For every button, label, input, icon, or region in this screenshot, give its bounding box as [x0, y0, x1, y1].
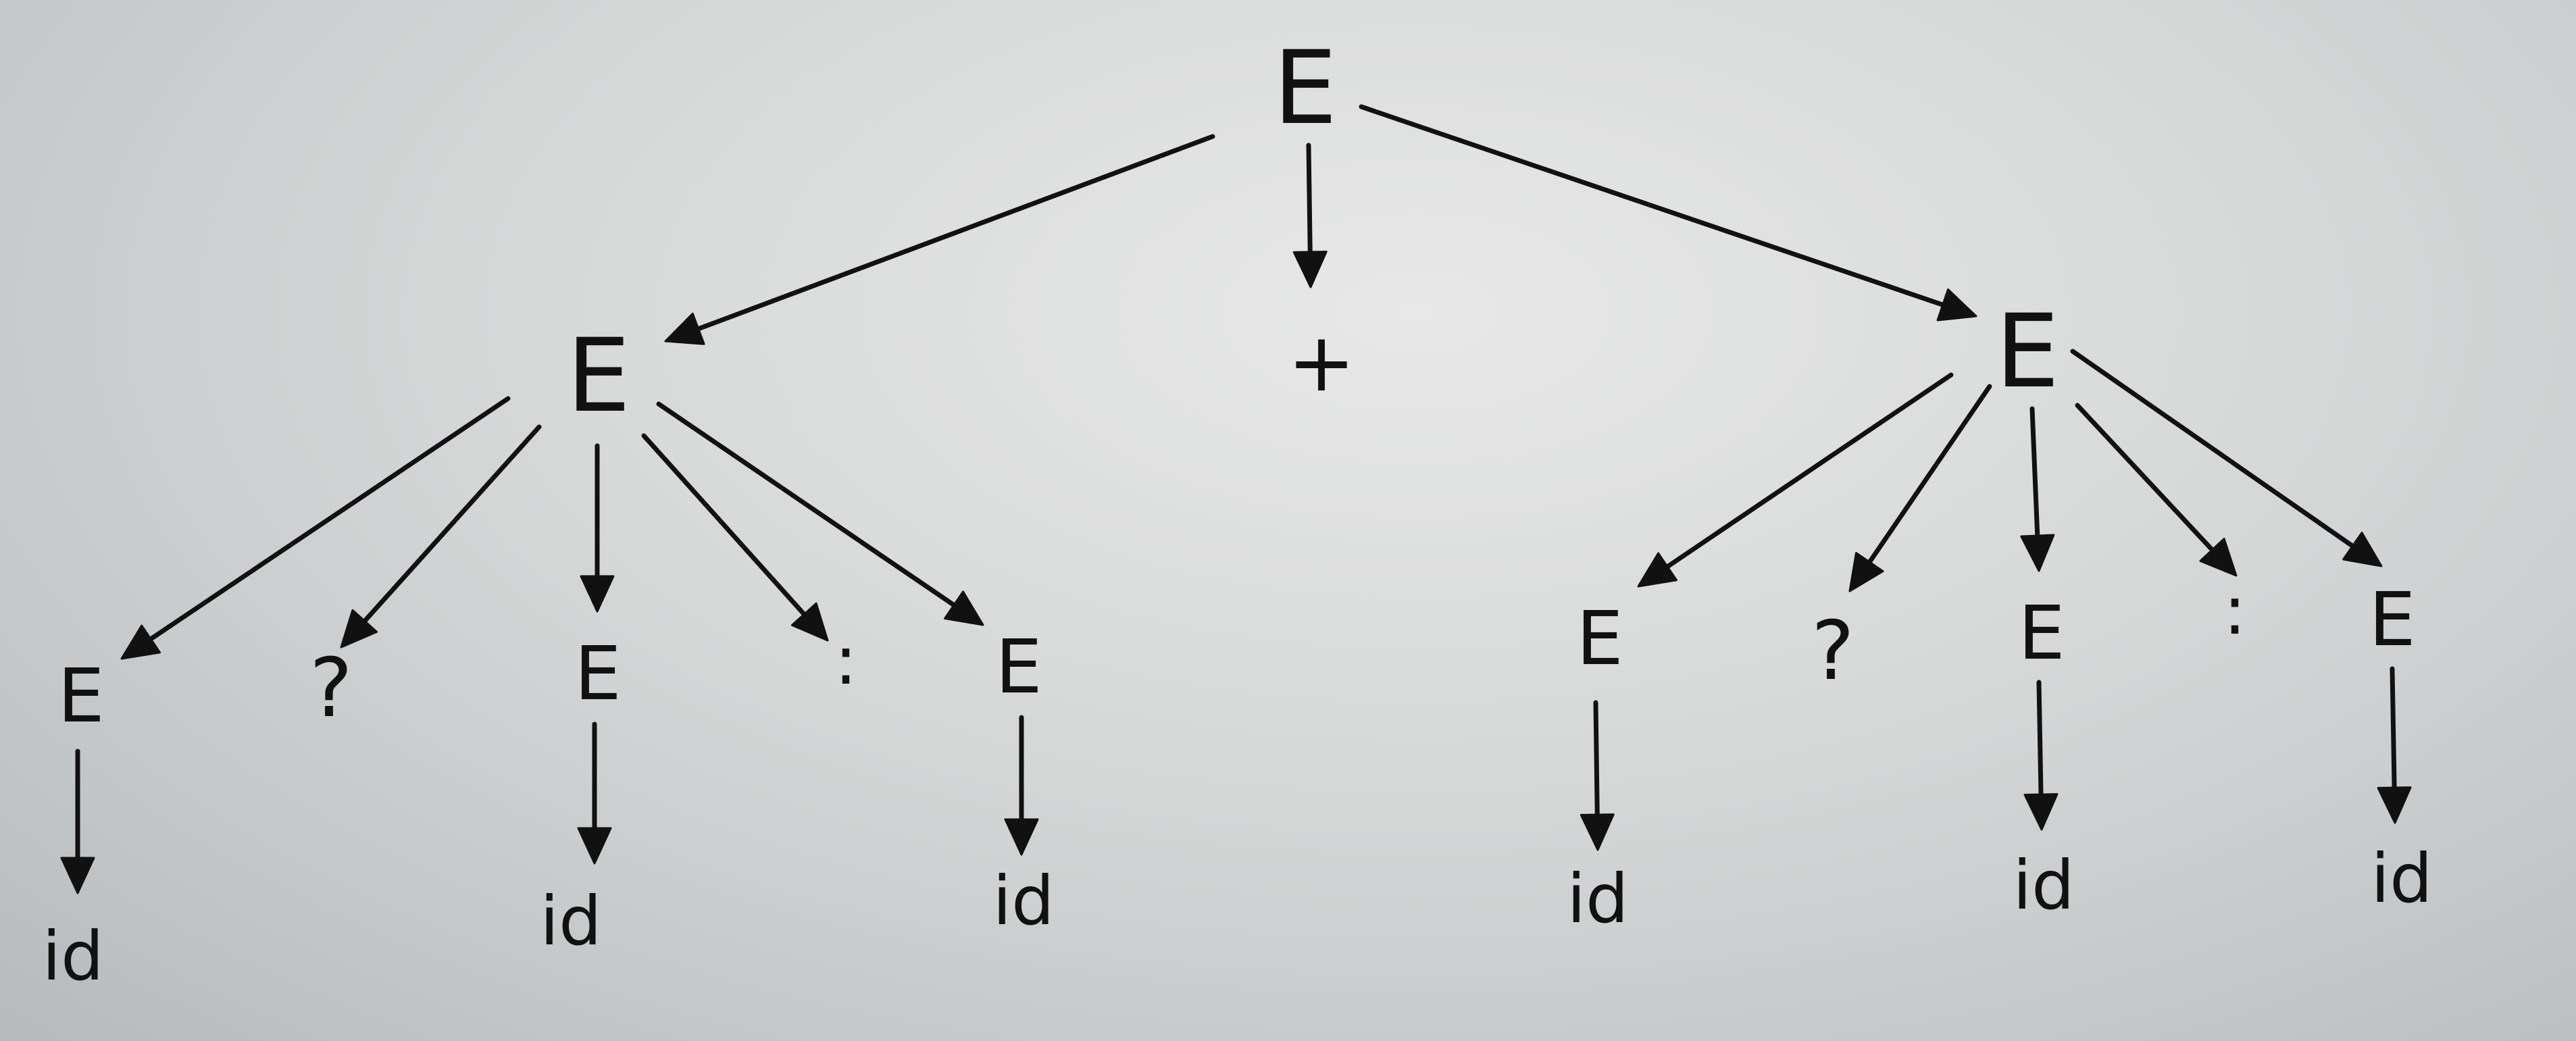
edge-root-to-left-E-line	[686, 134, 1215, 335]
edge-left-E-to-cond-E	[120, 396, 511, 660]
edge-left-then-E-to-id-arrowhead	[577, 827, 612, 865]
edge-root-to-right-E-arrowhead	[1936, 288, 1977, 322]
edge-left-E-to-then-E	[580, 443, 615, 613]
edge-right-E-to-question	[1848, 384, 1992, 592]
edge-right-E-to-question-arrowhead	[1848, 552, 1884, 592]
edge-root-to-plus	[1292, 143, 1328, 288]
edge-root-to-plus-line	[1306, 143, 1313, 265]
edge-root-to-right-E-line	[1359, 104, 1956, 311]
edge-root-to-right-E	[1359, 104, 1977, 322]
edge-right-E-to-colon-line	[2075, 403, 2222, 560]
edge-left-else-E-to-id-arrowhead	[1004, 818, 1039, 856]
node-right-then-E: E	[2018, 590, 2065, 676]
edge-right-E-to-cond-E	[1637, 372, 1954, 588]
edge-right-E-to-then-E	[2020, 406, 2055, 572]
edge-right-E-to-cond-E-arrowhead	[1637, 552, 1678, 588]
node-right-then-id: id	[2013, 846, 2074, 925]
edge-left-cond-E-to-id	[60, 748, 95, 894]
node-left-else-id: id	[992, 861, 1054, 940]
edge-left-E-to-cond-E-arrowhead	[120, 624, 161, 660]
node-left-question-terminal: ?	[309, 642, 353, 736]
node-root-E: E	[1273, 30, 1338, 147]
edge-root-to-left-E-arrowhead	[664, 312, 705, 345]
edge-left-E-to-then-E-arrowhead	[580, 575, 615, 613]
node-right-question-terminal: ?	[1811, 605, 1854, 699]
edge-left-else-E-to-id	[1004, 715, 1039, 856]
node-left-cond-E: E	[57, 653, 105, 739]
node-left-then-E: E	[574, 630, 622, 717]
edge-left-E-to-colon-arrowhead	[790, 602, 829, 642]
node-right-cond-E: E	[1576, 595, 1623, 682]
edge-right-E-to-else-E-line	[2070, 349, 2364, 555]
edge-right-cond-E-to-id-arrowhead	[1580, 813, 1615, 851]
node-right-else-E: E	[2369, 576, 2416, 663]
node-right-cond-id: id	[1567, 859, 1628, 938]
node-left-then-id: id	[540, 882, 601, 961]
edge-right-E-to-question-line	[1861, 384, 1992, 574]
edge-left-E-to-else-E-arrowhead	[944, 590, 984, 626]
node-right-E: E	[1996, 293, 2060, 411]
edge-root-to-left-E	[664, 134, 1215, 345]
edge-right-cond-E-to-id	[1580, 700, 1615, 851]
edge-left-E-to-cond-E-line	[139, 396, 511, 648]
edge-right-then-E-to-id-arrowhead	[2023, 793, 2059, 831]
edge-right-E-to-cond-E-line	[1656, 372, 1954, 576]
edge-left-then-E-to-id	[577, 721, 612, 865]
edge-left-E-to-else-E-line	[656, 401, 965, 614]
edge-left-cond-E-to-id-arrowhead	[60, 857, 95, 894]
node-left-cond-id: id	[42, 917, 103, 996]
edge-right-E-to-colon	[2075, 403, 2238, 577]
node-right-else-id: id	[2371, 839, 2432, 918]
tree-edges	[60, 104, 2412, 894]
node-left-E: E	[567, 318, 631, 435]
edge-left-E-to-question-line	[355, 424, 542, 632]
edge-right-E-to-else-E-arrowhead	[2342, 532, 2383, 567]
edge-right-E-to-else-E	[2070, 349, 2383, 567]
edge-right-else-E-to-id-line	[2390, 666, 2397, 801]
edge-right-E-to-colon-arrowhead	[2199, 538, 2238, 577]
node-left-colon-terminal: :	[834, 621, 857, 700]
edge-left-E-to-else-E	[656, 401, 984, 626]
edge-root-to-plus-arrowhead	[1292, 251, 1328, 288]
edge-left-E-to-question	[340, 424, 542, 649]
edge-left-E-to-colon	[641, 433, 829, 642]
edge-right-else-E-to-id	[2377, 666, 2412, 824]
edge-right-else-E-to-id-arrowhead	[2377, 786, 2412, 824]
edge-right-E-to-then-E-arrowhead	[2020, 534, 2055, 572]
edge-right-then-E-to-id-line	[2036, 680, 2044, 808]
tree-nodes: E E + E E ? E : E E ? E : E id id id id …	[42, 30, 2432, 996]
node-plus-terminal: +	[1288, 316, 1356, 410]
edge-left-E-to-colon-line	[641, 433, 814, 625]
edge-right-cond-E-to-id-line	[1593, 700, 1600, 828]
edge-right-E-to-then-E-line	[2029, 406, 2040, 549]
edge-right-then-E-to-id	[2023, 680, 2059, 831]
node-right-colon-terminal: :	[2223, 571, 2246, 650]
edge-left-E-to-question-arrowhead	[340, 609, 378, 649]
node-left-else-E: E	[995, 624, 1042, 710]
